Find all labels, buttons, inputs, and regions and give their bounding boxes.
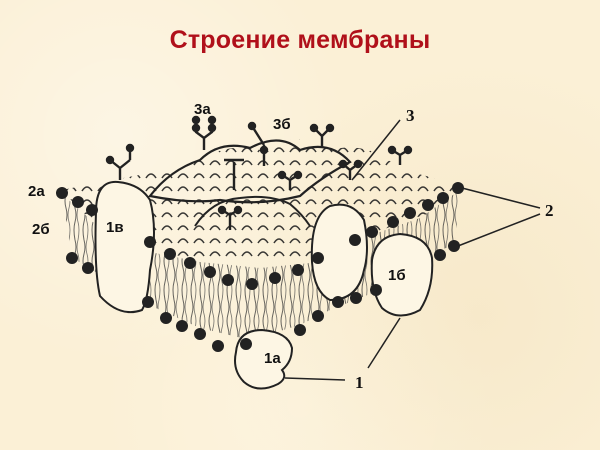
protein-1v [94,180,155,314]
diagram-title: Строение мембраны [169,26,431,54]
label-3b: 3б [273,116,291,133]
phospholipid-heads-top [56,182,464,246]
label-3: 3 [406,106,415,125]
protein-1b [310,203,434,317]
protein-large-top [148,139,352,227]
label-1b: 1б [388,267,406,284]
label-3a: 3а [194,101,211,118]
leader-lines [284,119,541,381]
glycocalyx-chains [105,115,413,230]
label-2b: 2б [32,221,50,238]
label-2a: 2а [28,183,45,200]
label-1: 1 [355,373,364,392]
label-1a: 1а [264,350,281,367]
lipid-bilayer-body [62,190,460,340]
label-1v: 1в [106,219,124,236]
label-2: 2 [545,201,554,220]
phospholipid-heads-bottom [66,236,460,352]
